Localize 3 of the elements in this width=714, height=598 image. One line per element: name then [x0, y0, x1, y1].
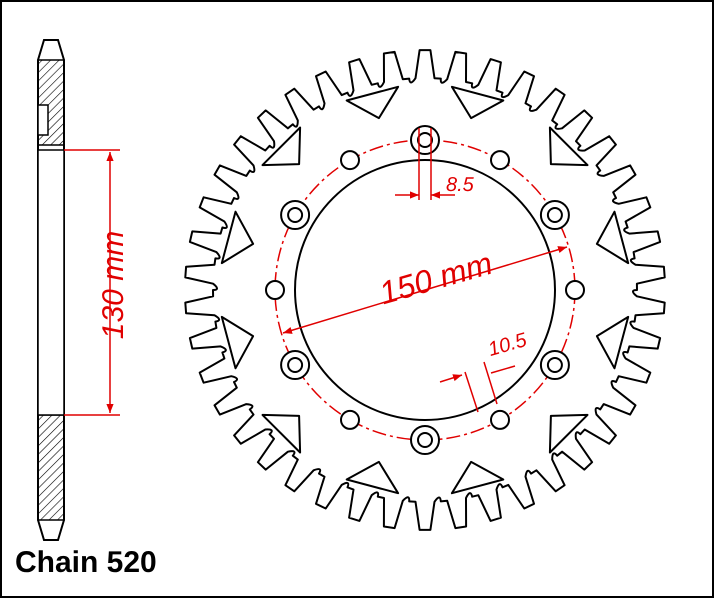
- chain-size-label: Chain 520: [15, 548, 157, 578]
- dimension-label: 10.5: [486, 330, 529, 360]
- dimension-label: 8.5: [446, 175, 474, 195]
